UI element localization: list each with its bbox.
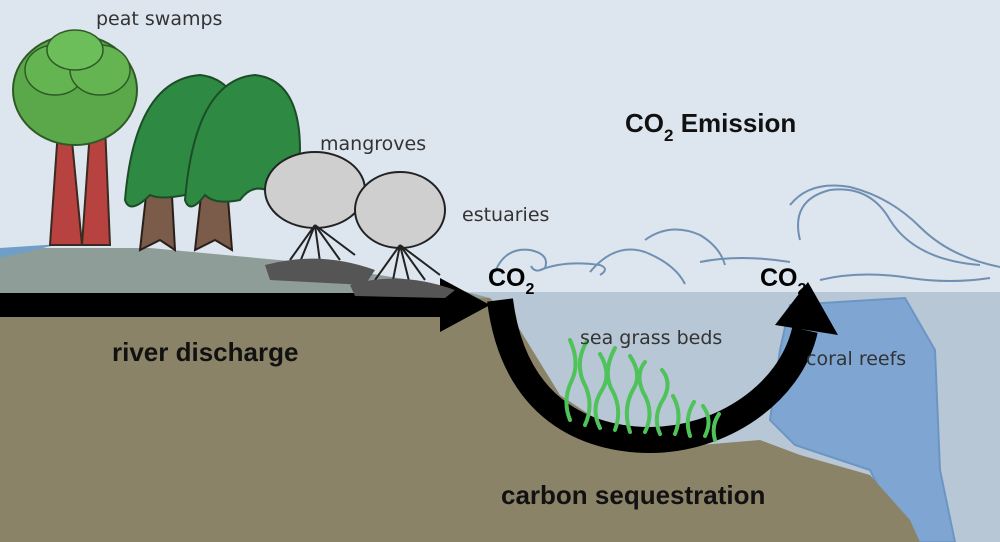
carbon-sequestration-label: carbon sequestration [501,480,766,510]
peat-swamp-tree-1 [12,29,138,246]
co2-right-label: CO2 [760,264,807,298]
river-discharge-label: river discharge [112,337,299,367]
peat-swamps-label: peat swamps [96,8,223,30]
co2-left-label: CO2 [488,264,535,298]
sequestration-arrow-head [775,282,838,335]
mangroves-label: mangroves [320,133,427,155]
seabed-ground [0,298,920,542]
co2-emission-title: CO2 Emission [625,108,797,146]
waves [494,184,1000,285]
sea-grass-beds-label: sea grass beds [580,327,723,349]
coral-reefs-label: coral reefs [806,348,907,370]
peat-water [0,244,60,258]
mangrove-2 [350,171,455,298]
river-discharge-arrow-shaft [0,293,445,317]
mangrove-1 [264,151,375,285]
sequestration-arrow-curve [487,298,818,454]
sea-grass [564,338,721,442]
estuaries-label: estuaries [462,204,550,226]
